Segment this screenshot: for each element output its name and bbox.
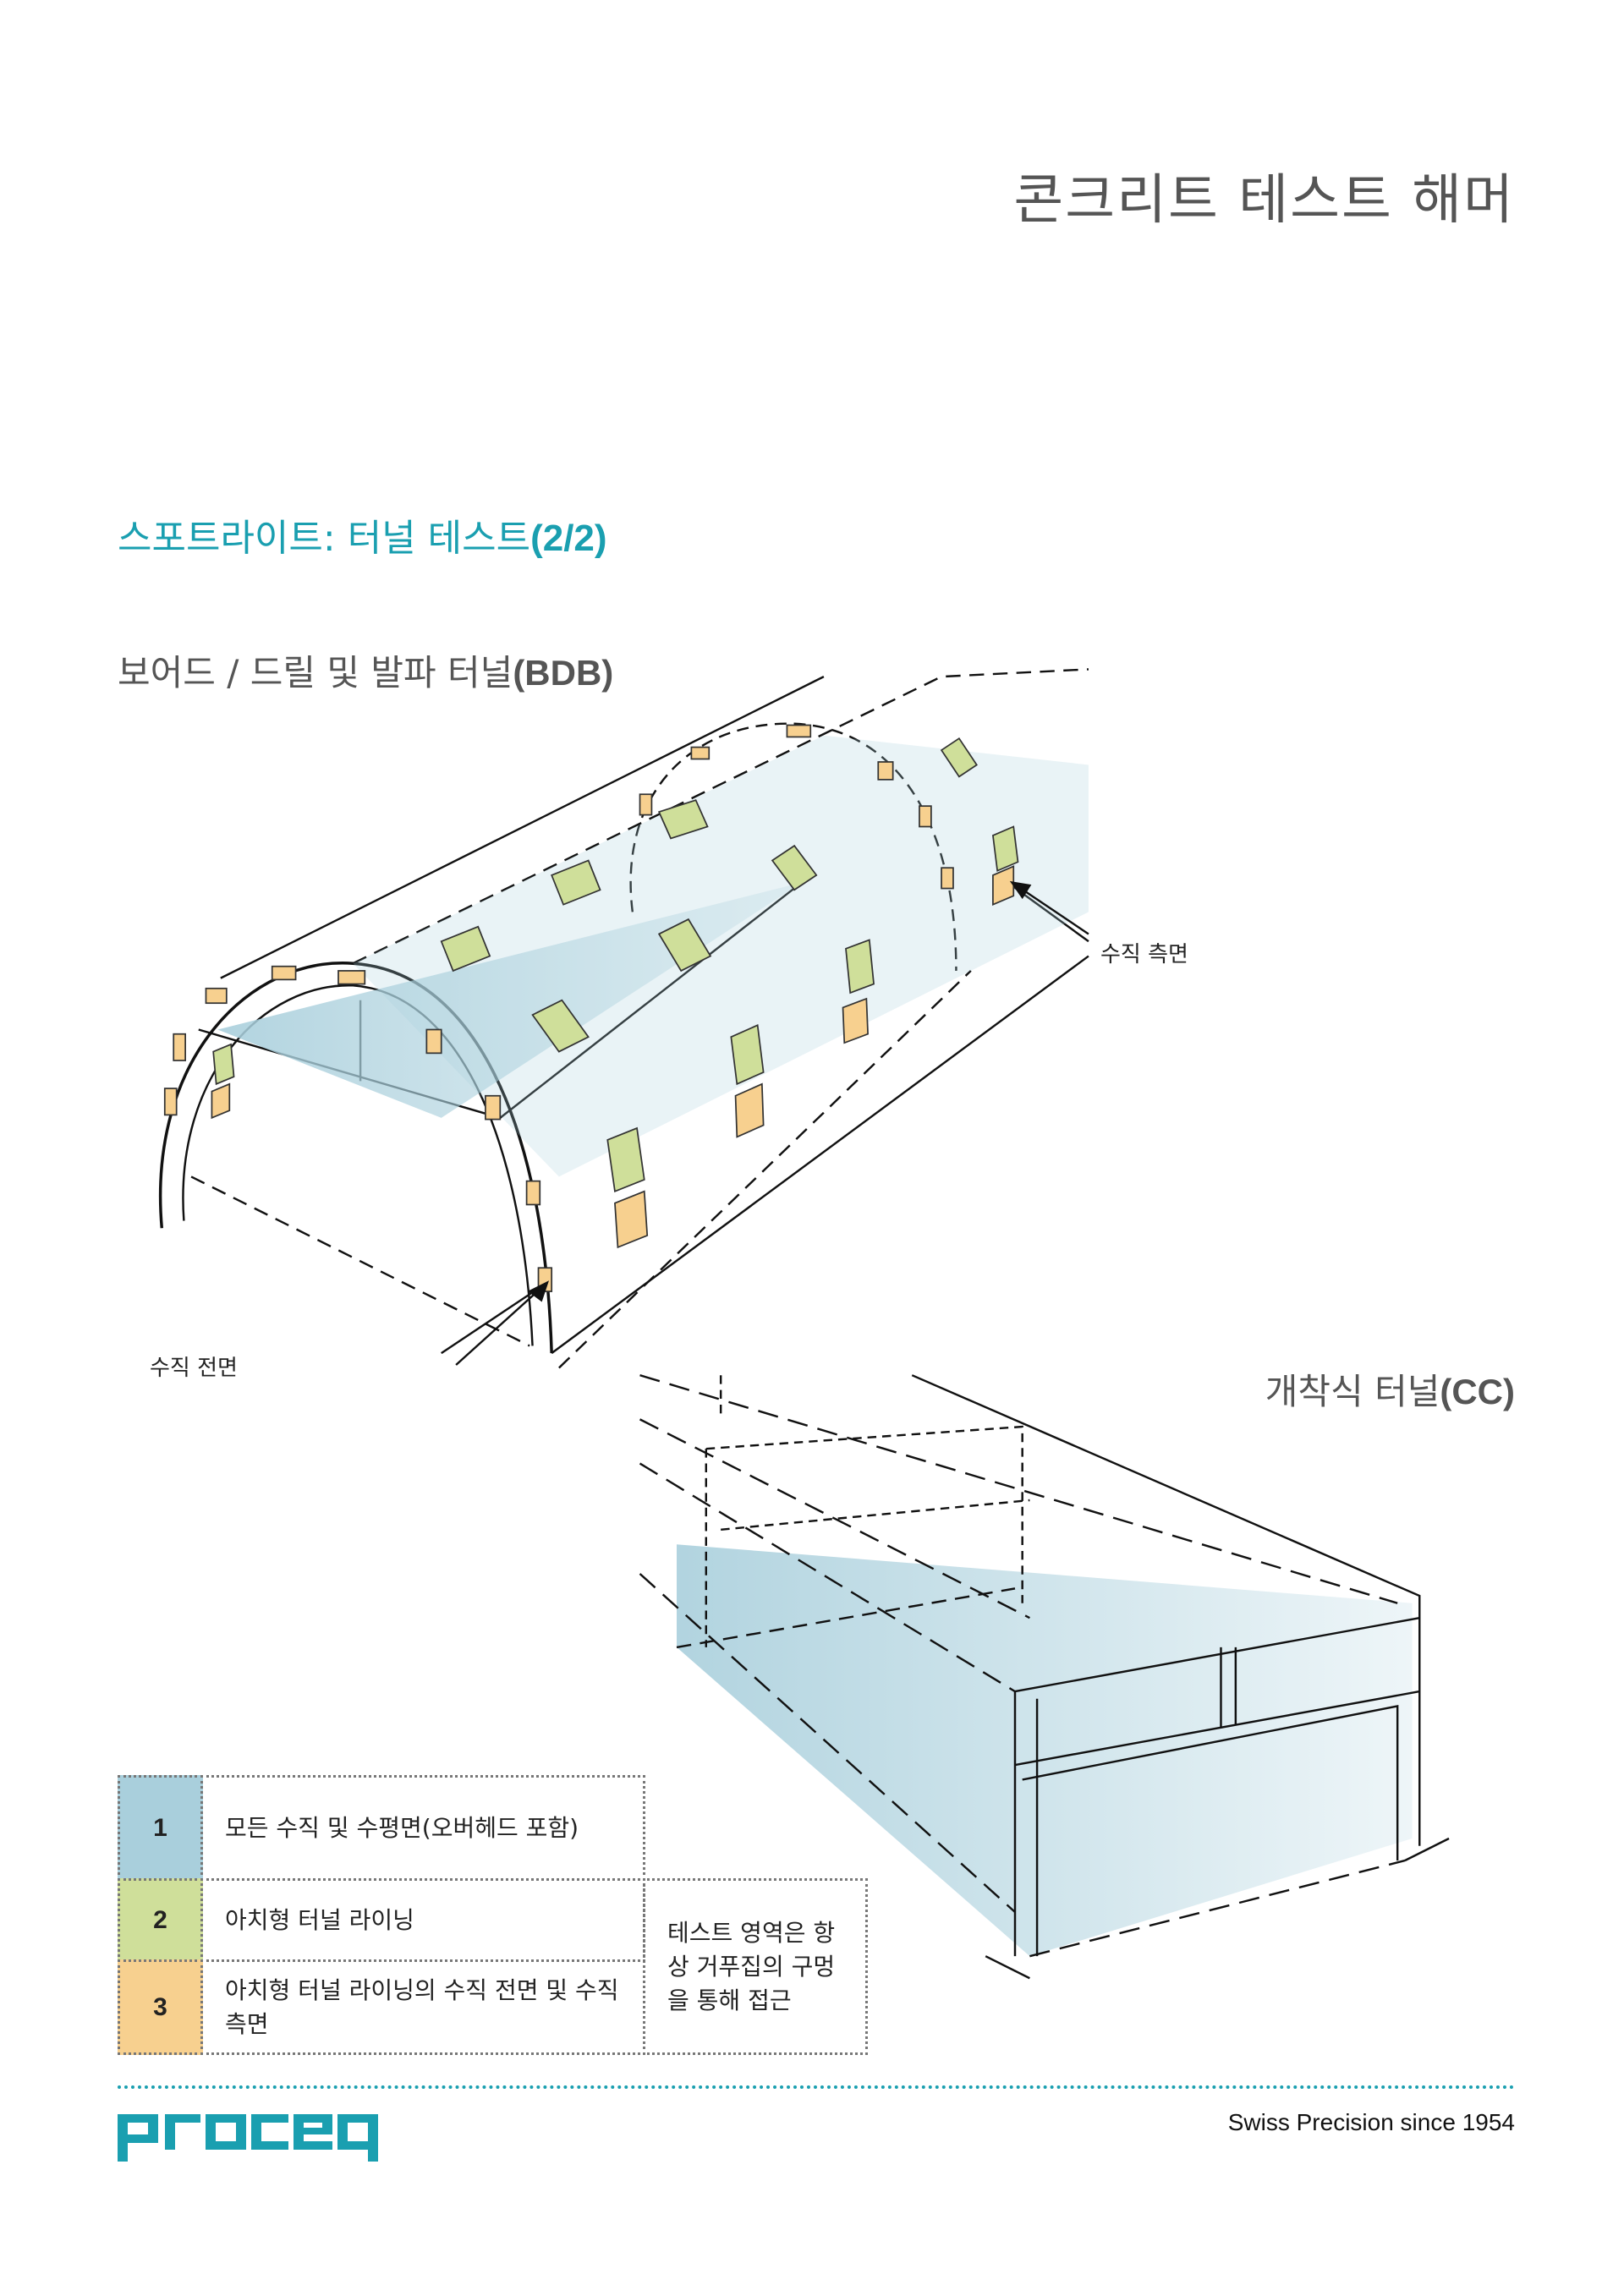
cc-heading-abbr: (CC) [1440, 1372, 1515, 1411]
cc-tunnel-drawing [639, 1374, 1450, 1980]
section-title-text: 스포트라이트: 터널 테스트 [118, 517, 531, 560]
bdb-tunnel-drawing [159, 668, 1089, 1369]
proceq-logo [118, 2107, 405, 2170]
document-title: 콘크리트 테스트 해머 [1013, 169, 1515, 232]
legend-note: 테스트 영역은 항상 거푸집의 구멍을 통해 접근 [643, 1878, 868, 2055]
cc-heading: 개착식 터널(CC) [1265, 1363, 1515, 1415]
section-title-page: (2/2) [530, 518, 607, 559]
lining-patches [211, 737, 1019, 1249]
legend-text-3: 아치형 터널 라이닝의 수직 전면 및 수직 측면 [200, 1959, 645, 2055]
legend-num-3: 3 [118, 1959, 203, 2055]
legend-table: 1 모든 수직 및 수평면(오버헤드 포함) 2 아치형 터널 라이닝 3 아치… [118, 1775, 868, 2055]
section-title: 스포트라이트: 터널 테스트(2/2) [118, 507, 607, 562]
label-vertical-front: 수직 전면 [150, 1356, 238, 1381]
bdb-heading-abbr: (BDB) [513, 653, 614, 693]
legend-text-2: 아치형 터널 라이닝 [200, 1878, 645, 1962]
label-vertical-side: 수직 측면 [1100, 942, 1188, 967]
arrows [455, 880, 1089, 1366]
footer-tagline: Swiss Precision since 1954 [1227, 2109, 1515, 2135]
footer-divider [118, 2085, 1515, 2089]
bdb-heading-text: 보어드 / 드릴 및 발파 터널 [118, 652, 513, 693]
legend-num-1: 1 [118, 1775, 203, 1881]
legend-num-2: 2 [118, 1878, 203, 1962]
cc-heading-text: 개착식 터널 [1265, 1371, 1440, 1412]
legend-text-1: 모든 수직 및 수평면(오버헤드 포함) [200, 1775, 645, 1881]
bdb-heading: 보어드 / 드릴 및 발파 터널(BDB) [118, 644, 613, 696]
